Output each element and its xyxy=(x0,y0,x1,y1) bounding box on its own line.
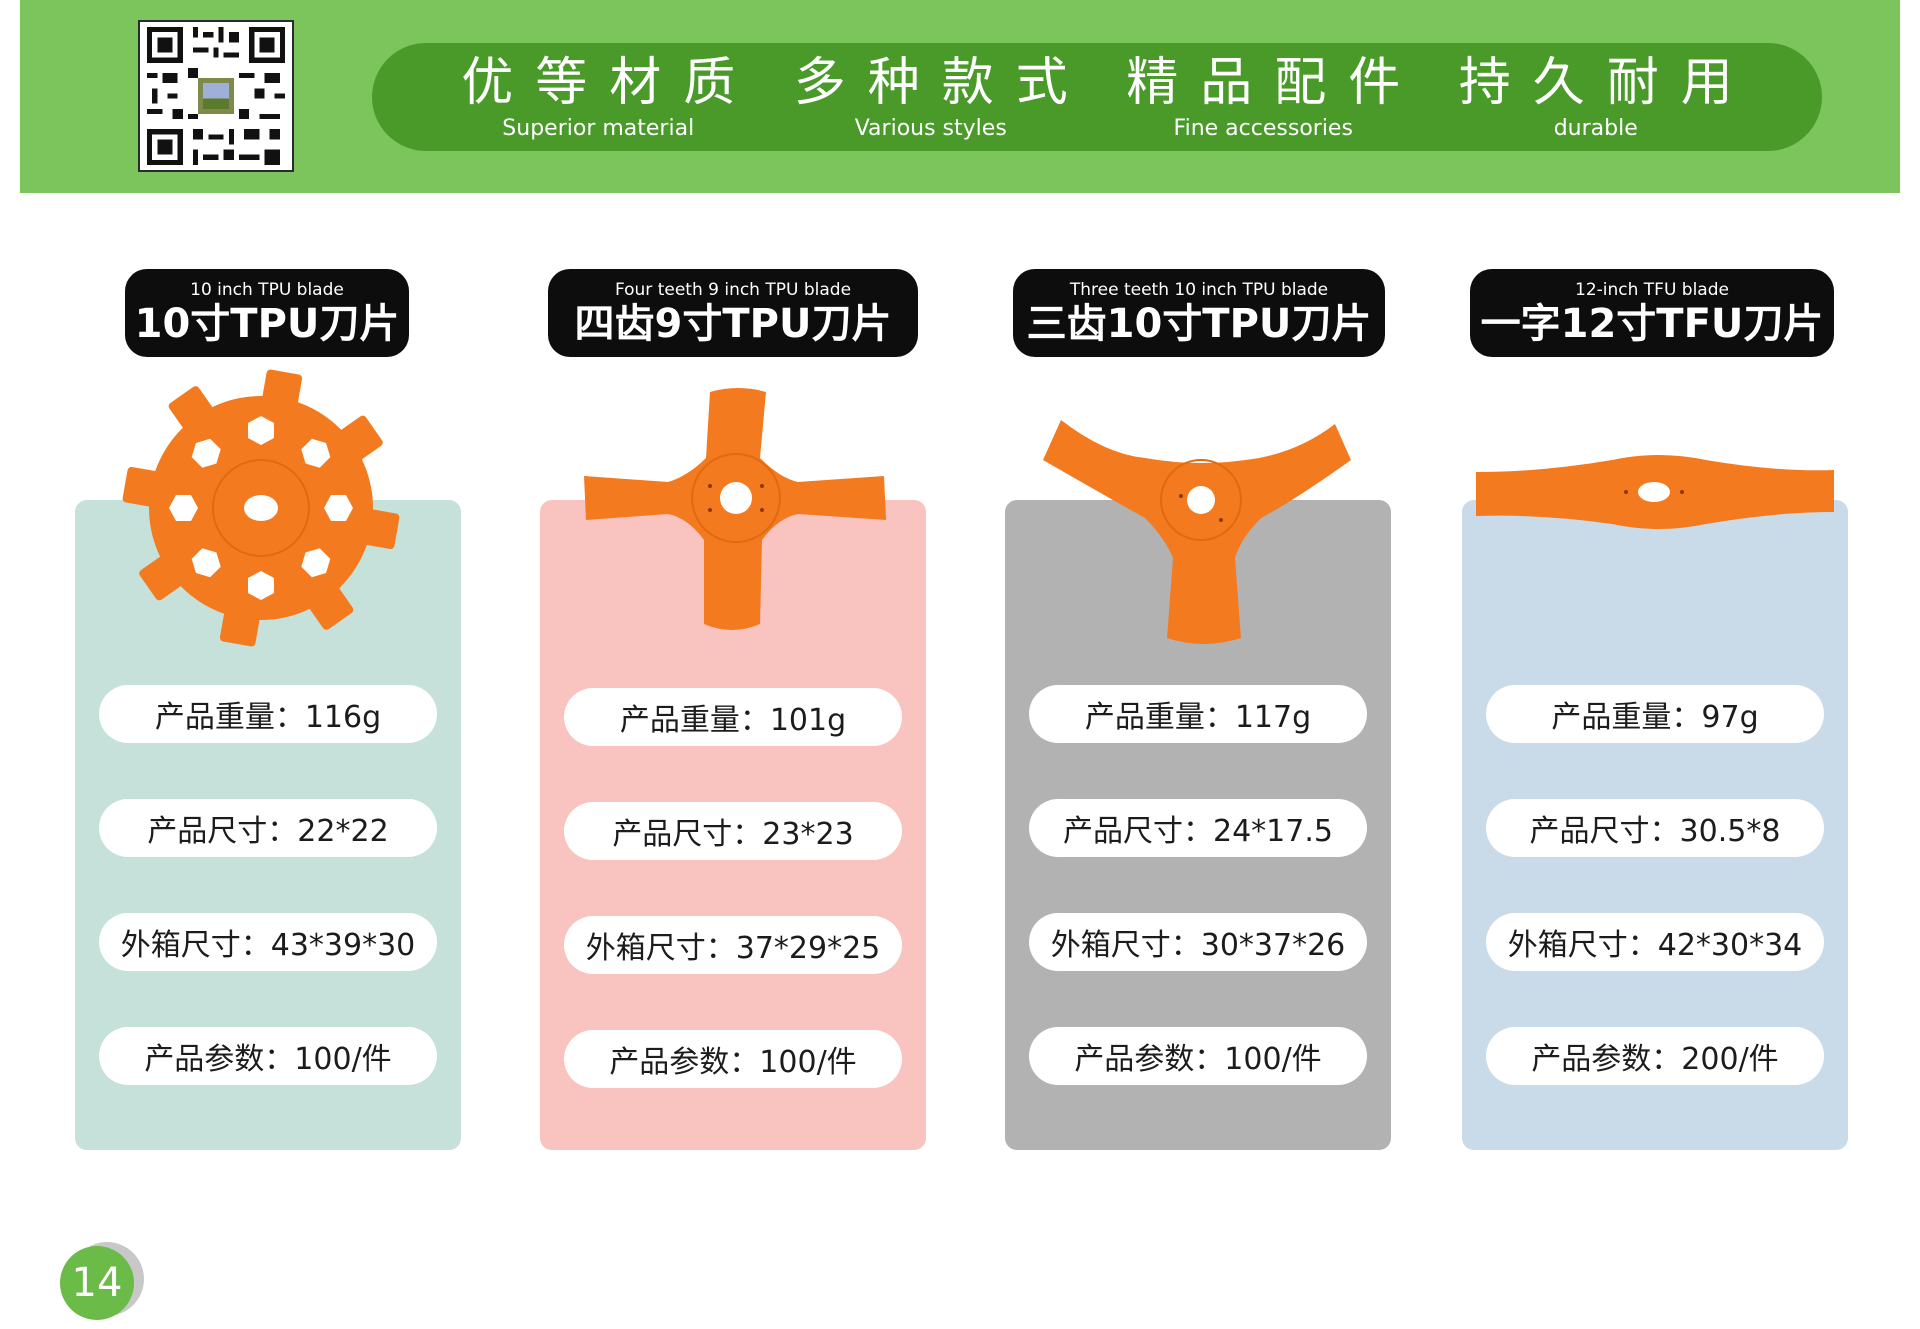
feature-title-zh: 持久耐用 xyxy=(1458,53,1755,113)
feature-title-zh: 精品配件 xyxy=(1126,53,1423,113)
spec-weight: 产品重量：117g xyxy=(1029,685,1367,743)
spec-packing: 产品参数：100/件 xyxy=(99,1027,437,1085)
product-label: 12-inch TFU blade 一字12寸TFU刀片 xyxy=(1470,269,1834,357)
feature-item: 多种款式 Various styles xyxy=(781,52,1081,142)
qr-code-icon[interactable] xyxy=(138,20,294,172)
feature-title-zh: 优等材质 xyxy=(461,53,758,113)
feature-title-en: Fine accessories xyxy=(1173,116,1353,141)
page-number: 14 xyxy=(60,1246,134,1320)
feature-item: 持久耐用 durable xyxy=(1446,52,1746,142)
header-banner: 优等材质 Superior material 多种款式 Various styl… xyxy=(20,0,1900,193)
spec-carton-size: 外箱尺寸：37*29*25 xyxy=(564,916,902,974)
spec-packing: 产品参数：200/件 xyxy=(1486,1027,1824,1085)
four-teeth-blade-icon xyxy=(540,380,926,660)
feature-item: 精品配件 Fine accessories xyxy=(1113,52,1413,142)
spec-weight: 产品重量：101g xyxy=(564,688,902,746)
product-label-zh: 三齿10寸TPU刀片 xyxy=(1026,301,1372,347)
product-label-en: Three teeth 10 inch TPU blade xyxy=(1069,280,1329,300)
spec-size: 产品尺寸：22*22 xyxy=(99,799,437,857)
product-column: 10 inch TPU blade 10寸TPU刀片 xyxy=(75,0,461,1160)
feature-bar: 优等材质 Superior material 多种款式 Various styl… xyxy=(372,43,1822,151)
feature-title-zh: 多种款式 xyxy=(793,53,1090,113)
feature-item: 优等材质 Superior material xyxy=(448,52,748,142)
product-label-zh: 10寸TPU刀片 xyxy=(134,301,400,347)
spec-carton-size: 外箱尺寸：42*30*34 xyxy=(1486,913,1824,971)
spec-packing: 产品参数：100/件 xyxy=(1029,1027,1367,1085)
spec-carton-size: 外箱尺寸：43*39*30 xyxy=(99,913,437,971)
spec-size: 产品尺寸：24*17.5 xyxy=(1029,799,1367,857)
feature-title-en: durable xyxy=(1553,116,1638,141)
three-teeth-blade-icon xyxy=(1005,380,1391,660)
spec-weight: 产品重量：97g xyxy=(1486,685,1824,743)
spec-carton-size: 外箱尺寸：30*37*26 xyxy=(1029,913,1367,971)
spec-size: 产品尺寸：23*23 xyxy=(564,802,902,860)
product-label-en: 12-inch TFU blade xyxy=(1575,280,1729,300)
product-label-zh: 四齿9寸TPU刀片 xyxy=(574,301,892,347)
product-label: Three teeth 10 inch TPU blade 三齿10寸TPU刀片 xyxy=(1013,269,1385,357)
spec-size: 产品尺寸：30.5*8 xyxy=(1486,799,1824,857)
product-label-en: Four teeth 9 inch TPU blade xyxy=(614,280,852,300)
spec-weight: 产品重量：116g xyxy=(99,685,437,743)
product-label-en: 10 inch TPU blade xyxy=(190,280,344,300)
product-label-zh: 一字12寸TFU刀片 xyxy=(1480,301,1824,347)
spec-packing: 产品参数：100/件 xyxy=(564,1030,902,1088)
product-column: Three teeth 10 inch TPU blade 三齿10寸TPU刀片… xyxy=(1005,0,1391,1160)
straight-blade-icon xyxy=(1462,380,1848,660)
product-label: 10 inch TPU blade 10寸TPU刀片 xyxy=(125,269,409,357)
product-column: Four teeth 9 inch TPU blade 四齿9寸TPU刀片 产品… xyxy=(540,0,926,1160)
feature-title-en: Superior material xyxy=(502,116,695,141)
product-column: 12-inch TFU blade 一字12寸TFU刀片 产品重量：97g 产品… xyxy=(1462,0,1848,1160)
feature-title-en: Various styles xyxy=(854,116,1007,141)
round-hex-blade-icon xyxy=(75,369,461,660)
product-label: Four teeth 9 inch TPU blade 四齿9寸TPU刀片 xyxy=(548,269,918,357)
